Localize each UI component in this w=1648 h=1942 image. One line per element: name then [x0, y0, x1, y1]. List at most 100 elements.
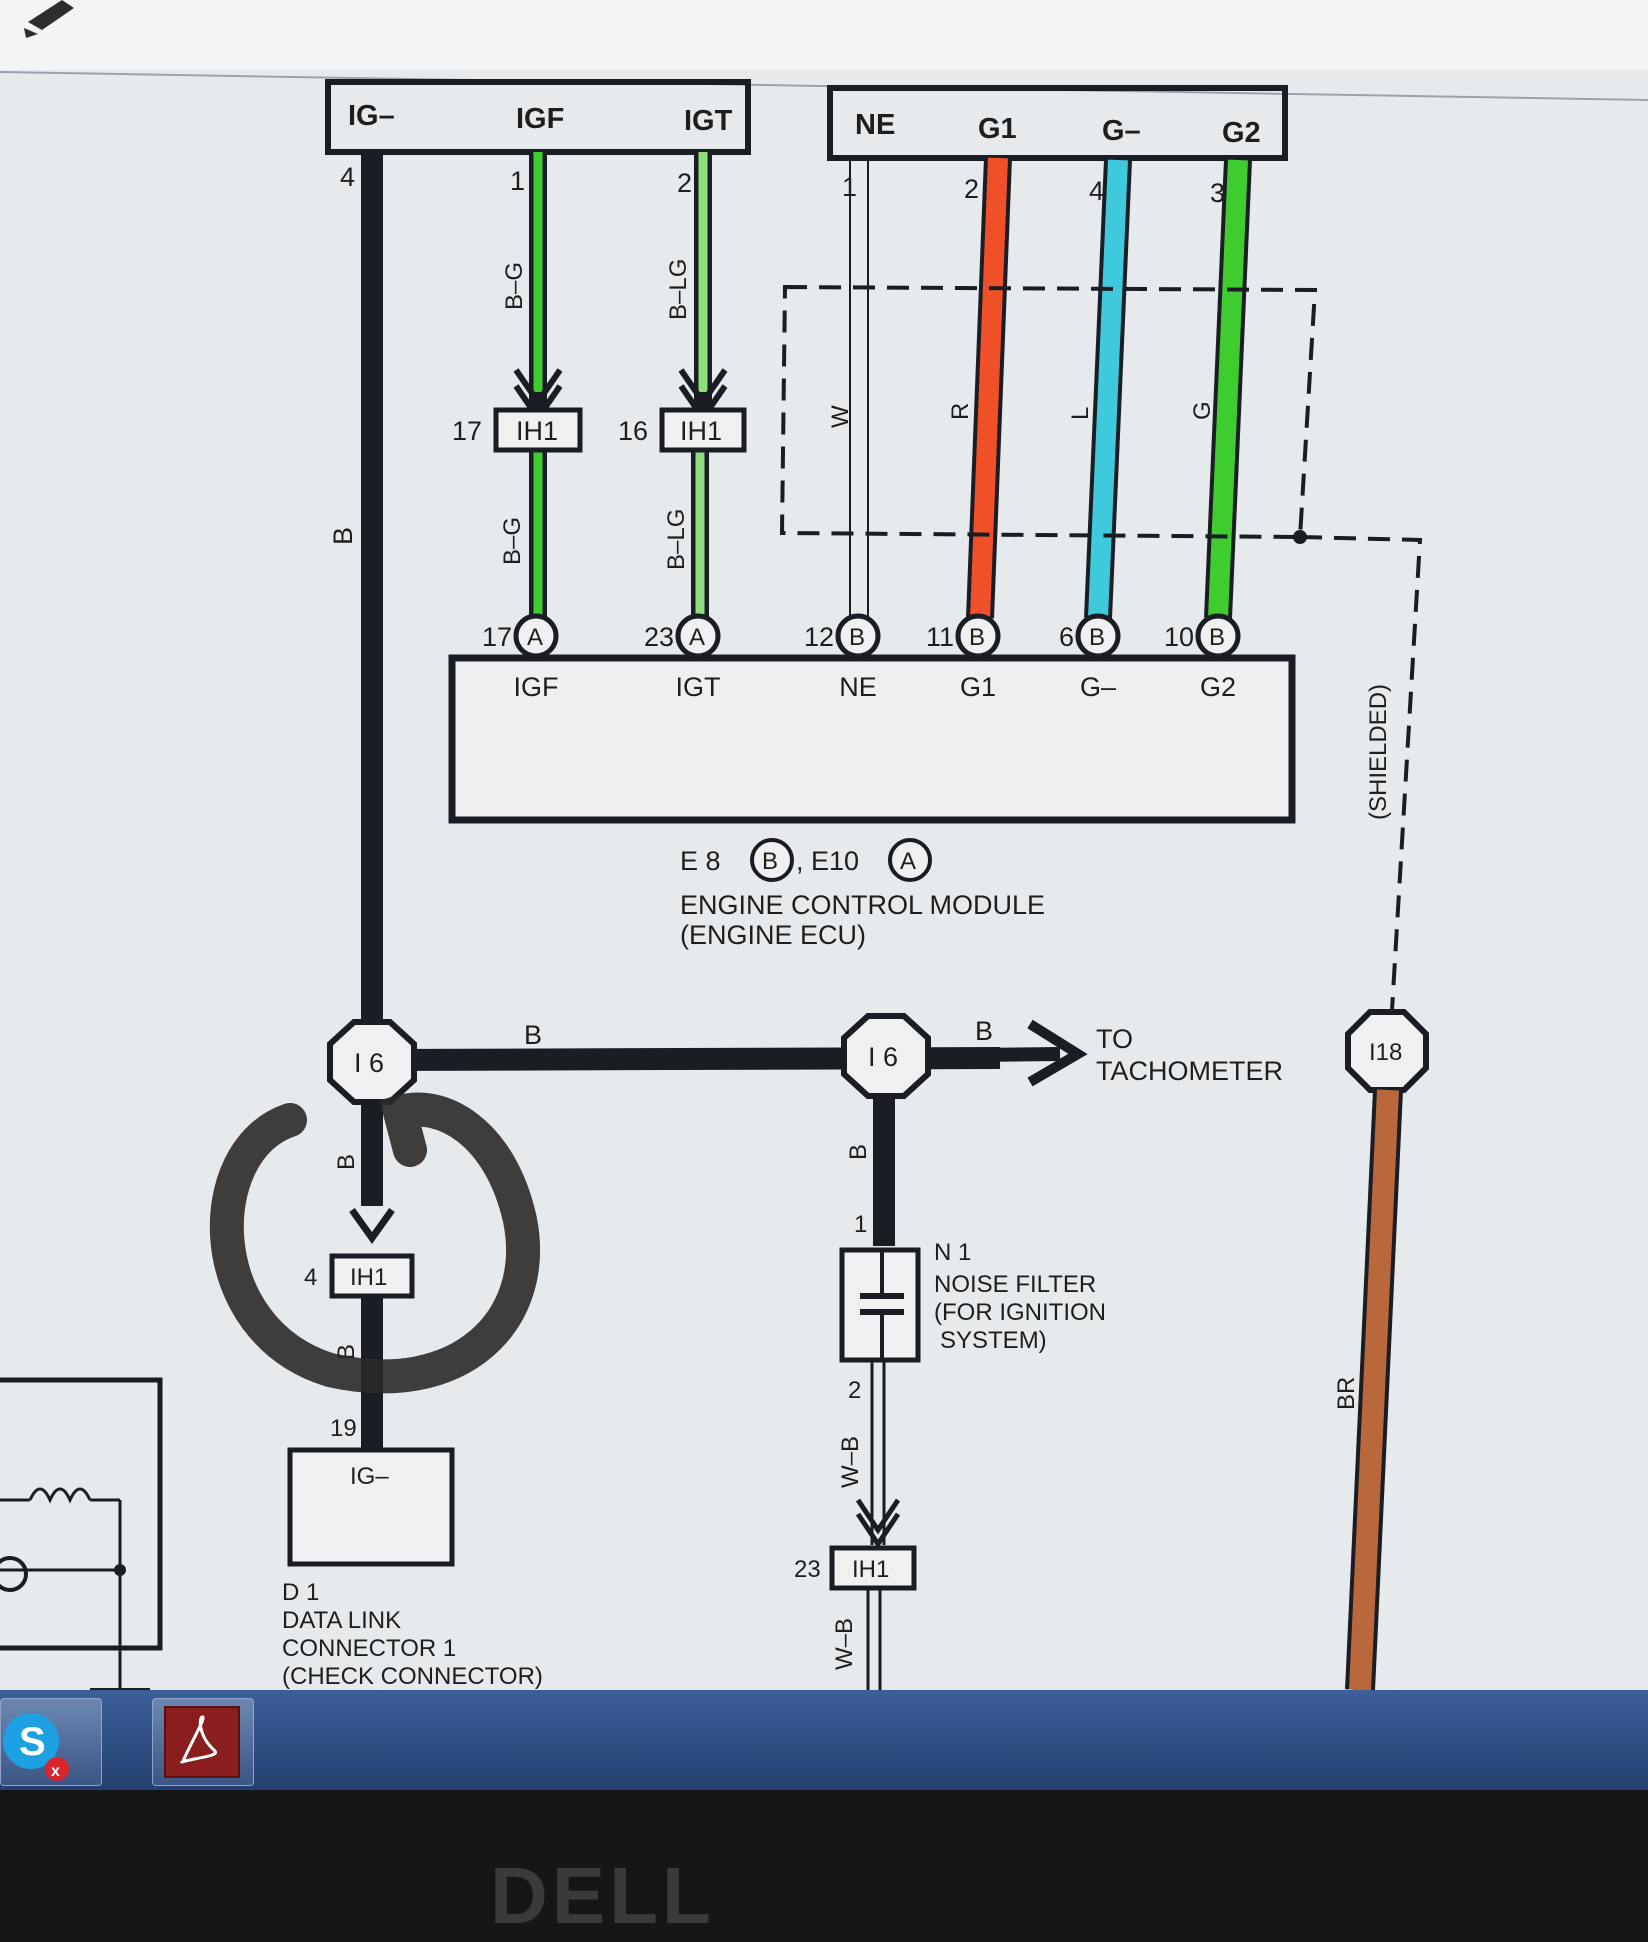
- highlight-circle: [209, 1092, 541, 1394]
- tachometer-label: TACHOMETER: [1096, 1056, 1283, 1086]
- ecm-pin-label: G1: [960, 672, 996, 702]
- noise-filter-sub2: SYSTEM): [940, 1327, 1047, 1354]
- pin-label-igt: IGT: [684, 105, 733, 137]
- ecm-pin-number: 10: [1164, 622, 1194, 652]
- ecm-pin-connector: A: [527, 624, 543, 651]
- junction-i6-left: I 6: [327, 1019, 417, 1105]
- ecm-name-sub: (ENGINE ECU): [680, 920, 866, 950]
- sensor-box: [827, 85, 1288, 161]
- ecm-pin-label: G2: [1200, 672, 1236, 702]
- wire-color-tach: B: [975, 1016, 993, 1046]
- svg-text:IH1: IH1: [516, 416, 558, 446]
- svg-text:IH1: IH1: [680, 416, 722, 446]
- ecm-pin-badge: [955, 613, 1001, 659]
- noise-filter-name: NOISE FILTER: [934, 1271, 1096, 1298]
- pen-icon[interactable]: [24, 0, 74, 38]
- pin-label-g2: G2: [1222, 117, 1261, 149]
- wire-igt: [678, 152, 728, 620]
- data-link-connector: IG–: [287, 1447, 455, 1567]
- dlc-name-sub: CONNECTOR 1: [282, 1635, 456, 1662]
- ecm-pin-number: 23: [644, 622, 674, 652]
- pin-number: 3: [1210, 178, 1225, 208]
- ecm-pin-connector: B: [849, 624, 865, 651]
- connector-badge: B: [750, 838, 794, 882]
- dlc-name-sub2: (CHECK CONNECTOR): [282, 1663, 543, 1690]
- svg-text:I18: I18: [1369, 1039, 1402, 1066]
- noise-filter-sub1: (FOR IGNITION: [934, 1299, 1106, 1326]
- pin-number: 4: [1089, 176, 1104, 206]
- ecm-pin-connector: B: [969, 624, 985, 651]
- noise-filter-code: N 1: [934, 1239, 971, 1266]
- wire-ne: [849, 158, 869, 618]
- ecm-pin-badge: [675, 613, 721, 659]
- ecm-pin-badge: [513, 613, 559, 659]
- ecm-code-e8: E 8: [680, 846, 721, 876]
- svg-text:23: 23: [794, 1556, 821, 1583]
- wire-color-g-minus: L: [1067, 407, 1094, 420]
- wire-color-nf-up: B: [845, 1144, 872, 1160]
- wire-shield-ground: [1345, 1089, 1403, 1691]
- wire-color-nf-down: W–B: [837, 1436, 864, 1488]
- taskbar: S x: [0, 1690, 1648, 1790]
- svg-text:16: 16: [618, 416, 648, 446]
- ecm-pin-badge: [1075, 613, 1121, 659]
- ecm-pin-label: IGF: [514, 672, 559, 702]
- ecm-pin-badge: [1195, 613, 1241, 659]
- wire-color-shield-ground: BR: [1333, 1377, 1360, 1410]
- shielded-label: (SHIELDED): [1365, 684, 1392, 820]
- pin-label-ig-minus: IG–: [348, 100, 395, 132]
- ecm-pin-label: IGT: [676, 672, 721, 702]
- wire-color-nf-bottom: W–B: [831, 1618, 858, 1670]
- pin-number: 19: [330, 1415, 357, 1442]
- ecm-pin-number: 11: [926, 622, 954, 652]
- wire-color-g2: G: [1189, 401, 1216, 420]
- skype-icon: S x: [3, 1713, 69, 1781]
- svg-text:I 6: I 6: [354, 1048, 384, 1078]
- svg-text:IH1: IH1: [350, 1264, 387, 1291]
- wire-color-g1: R: [947, 403, 974, 420]
- svg-text:IH1: IH1: [852, 1556, 889, 1583]
- wire-color-ne: W: [827, 405, 854, 428]
- dlc-code: D 1: [282, 1579, 319, 1606]
- acrobat-icon: [164, 1706, 240, 1778]
- wire-color-bus: B: [524, 1020, 542, 1050]
- ecm-name: ENGINE CONTROL MODULE: [680, 890, 1045, 920]
- svg-text:I 6: I 6: [868, 1042, 898, 1072]
- pin-number: 1: [854, 1211, 867, 1238]
- connector-ih1-noise-filter: IH1 23: [794, 1545, 917, 1591]
- junction-i18: I18: [1345, 1009, 1429, 1093]
- taskbar-acrobat-button[interactable]: [152, 1698, 254, 1786]
- wire-g2: [1204, 159, 1252, 619]
- engine-control-module: [448, 654, 1296, 824]
- ecm-pin-connector: B: [1089, 624, 1105, 651]
- svg-text:4: 4: [304, 1264, 317, 1291]
- pin-label-ne: NE: [855, 109, 895, 141]
- noise-filter: [839, 1247, 921, 1363]
- wire-g1: [966, 157, 1012, 619]
- ignition-coil-partial: [0, 1377, 163, 1710]
- pin-label-igf: IGF: [516, 103, 564, 135]
- wire-color-main: B: [328, 527, 358, 545]
- svg-text:x: x: [51, 1763, 60, 1780]
- junction-i6-right: I 6: [841, 1013, 931, 1099]
- screen: IG– IGF IGT NE G1 G– G2 4 1 2 1 2 4 3 B …: [0, 0, 1648, 1720]
- connector-ih1-circled: IH1 4: [304, 1253, 415, 1299]
- wire-color-igf-lower: B–G: [499, 517, 526, 565]
- ecm-pin-number: 12: [804, 622, 834, 652]
- ecm-pin-connector: B: [1209, 624, 1225, 651]
- svg-text:17: 17: [452, 416, 482, 446]
- pin-number: 1: [510, 166, 525, 196]
- ecm-pin-number: 6: [1059, 622, 1074, 652]
- svg-text:A: A: [900, 848, 916, 875]
- ecm-pin-badge: [835, 613, 881, 659]
- wire-color-igt-upper: B–LG: [665, 259, 692, 320]
- shield-outline: [779, 284, 1423, 1011]
- tachometer-to: TO: [1096, 1024, 1133, 1054]
- pin-number: 2: [848, 1377, 861, 1404]
- taskbar-skype-button[interactable]: S x: [0, 1698, 102, 1786]
- svg-text:S: S: [19, 1720, 46, 1764]
